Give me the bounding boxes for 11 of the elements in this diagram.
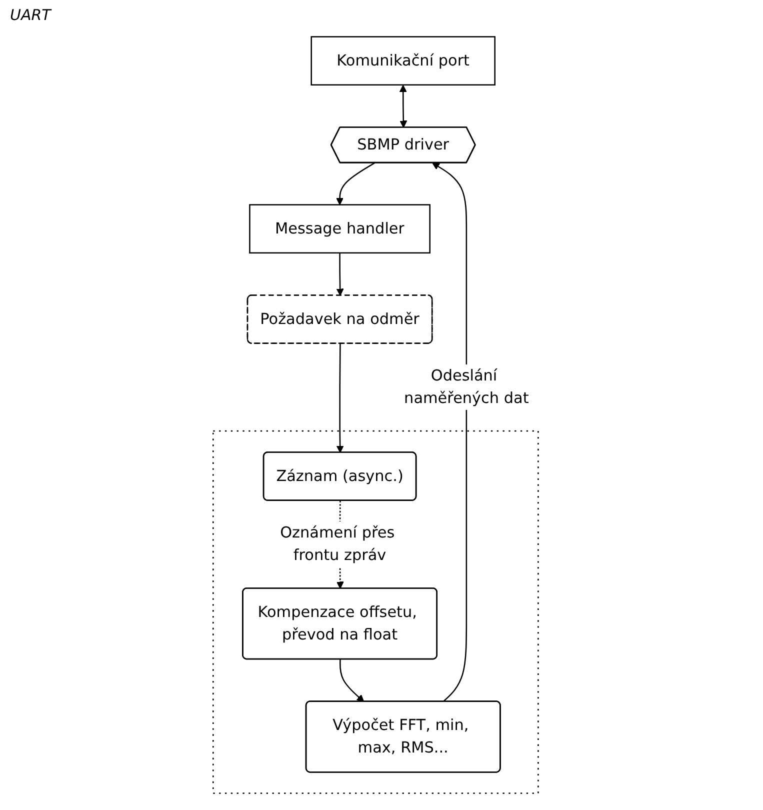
node-box: Message handler (248, 204, 430, 254)
arrow (336, 162, 374, 206)
arrow (432, 162, 467, 702)
edge-label: Odeslání naměřených dat (404, 366, 528, 408)
arrow (336, 252, 344, 296)
arrow (398, 84, 407, 128)
arrow (336, 344, 344, 453)
edge-label: Oznámení přes frontu zpráv (280, 524, 394, 564)
arrow (338, 659, 364, 702)
note-text: UART (10, 6, 53, 24)
node-box: Komunikační port (310, 36, 495, 86)
